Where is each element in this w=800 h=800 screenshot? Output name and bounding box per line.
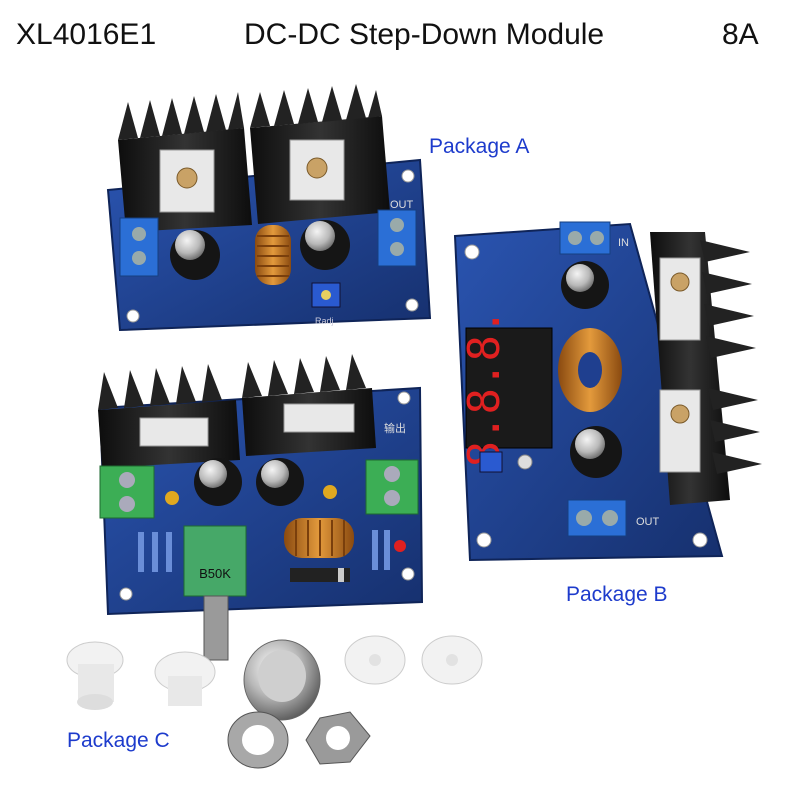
potentiometer-label: B50K [199, 566, 231, 581]
product-title: XL4016E1 DC-DC Step-Down Module 8A [0, 18, 800, 68]
package-b-label: Package B [566, 583, 668, 606]
heatsink [250, 84, 390, 224]
current-rating: 8A [722, 18, 759, 51]
plastic-standoff [344, 635, 406, 685]
knob [243, 639, 321, 721]
input-terminal [119, 217, 159, 277]
plastic-standoff [154, 651, 216, 706]
heatsink [98, 364, 240, 468]
potentiometer: B50K [183, 525, 247, 661]
out-marking: OUT [636, 516, 660, 528]
output-cn-marking: 输出 [384, 421, 406, 435]
in-marking: IN [618, 237, 629, 249]
package-c-board: 输出 [98, 354, 424, 661]
heatsink [118, 92, 252, 232]
power-led [394, 540, 406, 552]
package-a-label: Package A [429, 135, 530, 158]
out-marking: OUT [390, 199, 414, 211]
package-b-board: IN OUT 8.8.8. [453, 221, 762, 562]
product-description: DC-DC Step-Down Module [244, 18, 605, 51]
inductor-coil [284, 518, 354, 558]
model-name: XL4016E1 [16, 18, 157, 51]
accessories [66, 635, 483, 769]
inductor-coil [558, 328, 622, 412]
led-voltage-display: 8.8.8. [459, 309, 553, 468]
resistors [138, 530, 390, 572]
washer [227, 711, 289, 769]
radj-marking: Radj [315, 316, 334, 326]
display-digits: 8.8.8. [459, 309, 510, 468]
heatsink [242, 354, 376, 456]
plastic-standoff [66, 641, 124, 710]
inductor-coil [255, 225, 291, 285]
heatsink [650, 232, 762, 505]
package-c-label: Package C [67, 729, 170, 752]
plastic-standoff [421, 635, 483, 685]
package-a-board: OUT Radj [106, 84, 432, 332]
hex-nut [305, 711, 371, 765]
